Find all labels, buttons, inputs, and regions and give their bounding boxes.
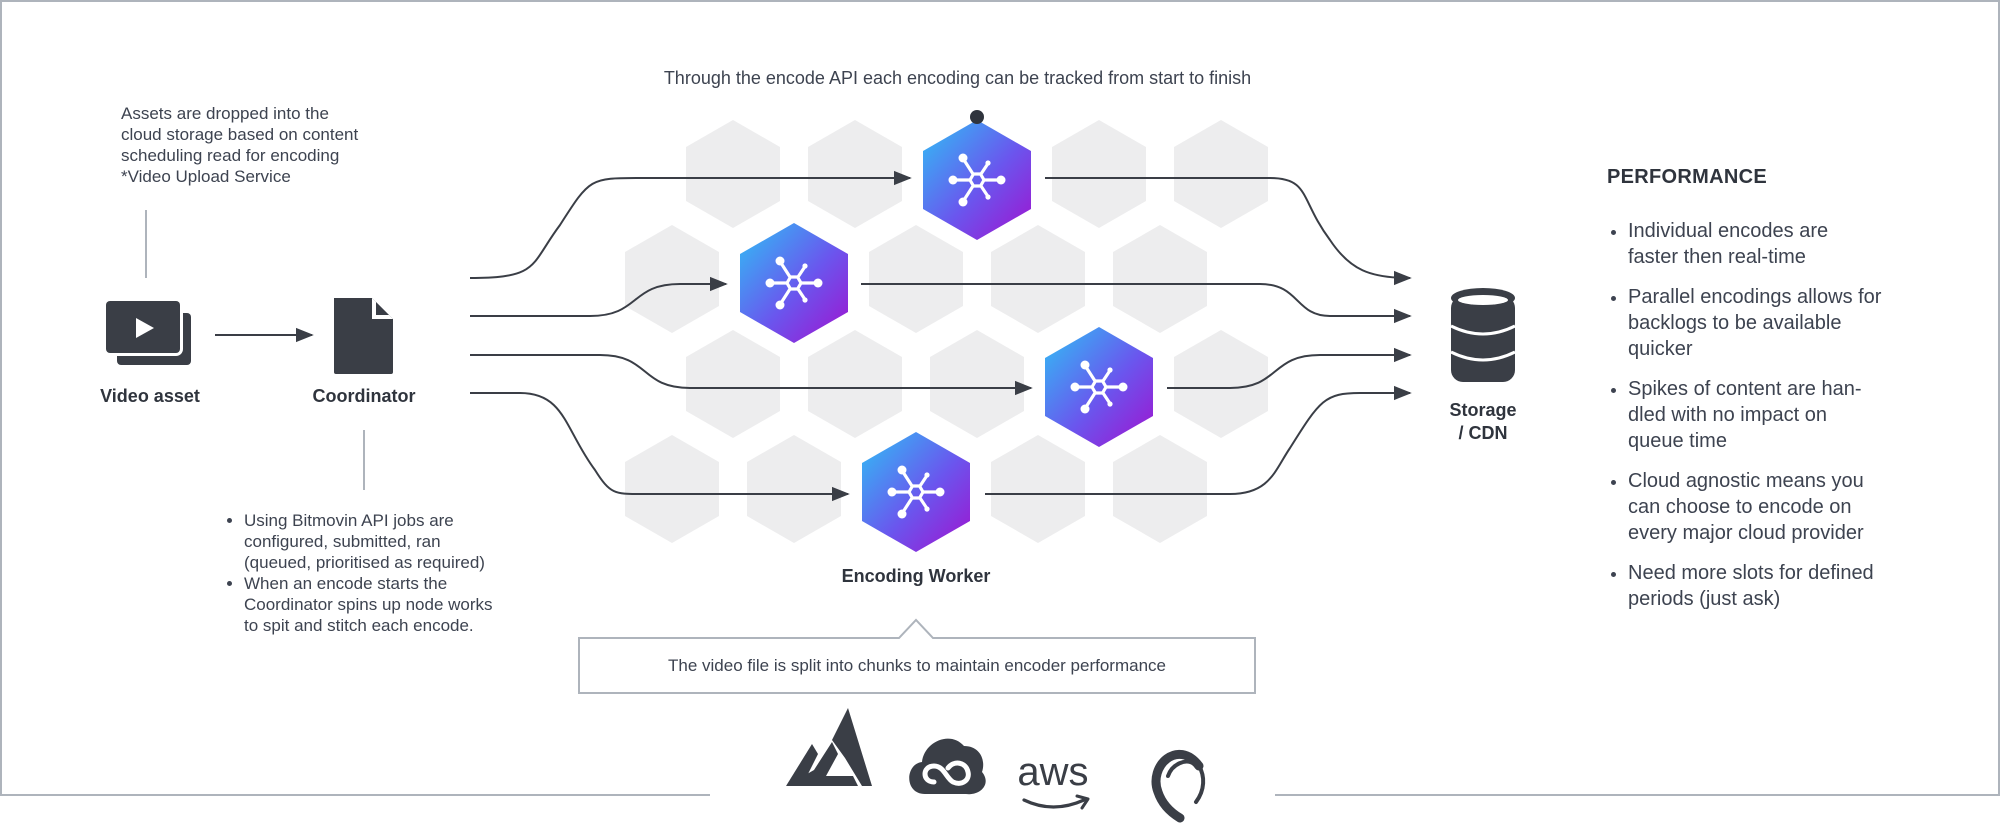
callout: The video file is split into chunks to m…	[579, 638, 1255, 693]
tracking-dot	[970, 110, 984, 124]
frame-right-border	[1998, 0, 2000, 796]
frame-bottom-border-left	[0, 794, 710, 796]
upload-note-line: Assets are dropped into the	[121, 104, 329, 123]
upload-note-line: cloud storage based on content	[121, 125, 359, 144]
hex-row-2	[625, 225, 1207, 333]
performance-item: Individual encodes are faster then real-…	[1628, 218, 1962, 270]
performance-item: Cloud agnostic means you can choose to e…	[1628, 468, 1962, 546]
top-caption: Through the encode API each encoding can…	[663, 68, 1252, 88]
frame-top-border	[0, 0, 2000, 2]
arrow-to-worker-2	[470, 276, 728, 317]
video-asset-icon	[103, 298, 191, 365]
upload-note-line: *Video Upload Service	[121, 167, 291, 186]
arrow-to-worker-3	[470, 354, 1033, 396]
hex-row-1	[686, 120, 1268, 228]
arrow-to-worker-4	[470, 392, 850, 502]
aws-icon: aws	[1017, 750, 1090, 810]
arrow-to-worker-1	[469, 170, 912, 279]
frame-left-border	[0, 0, 2, 796]
encoding-worker-label: Encoding Worker	[841, 566, 991, 586]
coordinator-notes: Using Bitmovin API jobs are configured, …	[220, 510, 560, 636]
performance-title: PERFORMANCE	[1607, 166, 1767, 188]
hexagon-grid	[625, 120, 1268, 543]
google-cloud-icon	[909, 738, 986, 795]
performance-item: Need more slots for defined periods (jus…	[1628, 560, 1962, 612]
storage-label-line: Storage	[1449, 400, 1517, 420]
coordinator-label: Coordinator	[312, 386, 416, 406]
performance-item: Parallel encodings allows for backlogs t…	[1628, 284, 1962, 362]
video-asset-label: Video asset	[100, 386, 200, 406]
hex-row-3	[686, 330, 1268, 438]
upload-note-line: scheduling read for encoding	[121, 146, 340, 165]
coordinator-note-item: Using Bitmovin API jobs are configured, …	[244, 510, 560, 573]
upload-note: Assets are dropped into the cloud storag…	[121, 103, 441, 187]
azure-icon	[786, 708, 872, 786]
storage-label: Storage / CDN	[1418, 399, 1548, 445]
encoding-worker-4	[862, 432, 970, 552]
svg-text:aws: aws	[1017, 750, 1088, 794]
coordinator-document-icon	[334, 298, 393, 374]
digitalocean-icon	[1151, 749, 1206, 823]
arrow-worker-1-to-storage	[1045, 177, 1412, 286]
hex-row-4	[625, 435, 1207, 543]
arrow-worker-3-to-storage	[1167, 347, 1412, 389]
storage-label-line: / CDN	[1458, 423, 1508, 443]
performance-list: Individual encodes are faster then real-…	[1602, 218, 1962, 626]
encoding-worker-2	[740, 223, 848, 343]
callout-text: The video file is split into chunks to m…	[668, 656, 1166, 675]
frame-bottom-border-right	[1275, 794, 2000, 796]
coordinator-note-item: When an encode starts the Coordinator sp…	[244, 573, 560, 636]
arrow-worker-2-to-storage	[861, 283, 1412, 324]
note-connectors	[145, 210, 365, 490]
callout-box	[578, 618, 1256, 694]
flow-arrows	[215, 170, 1412, 502]
arrow-worker-4-to-storage	[985, 385, 1412, 495]
encoding-worker-3	[1045, 327, 1153, 447]
encoding-worker-1	[923, 120, 1031, 240]
storage-database-icon	[1450, 288, 1516, 382]
performance-item: Spikes of content are han- dled with no …	[1628, 376, 1962, 454]
